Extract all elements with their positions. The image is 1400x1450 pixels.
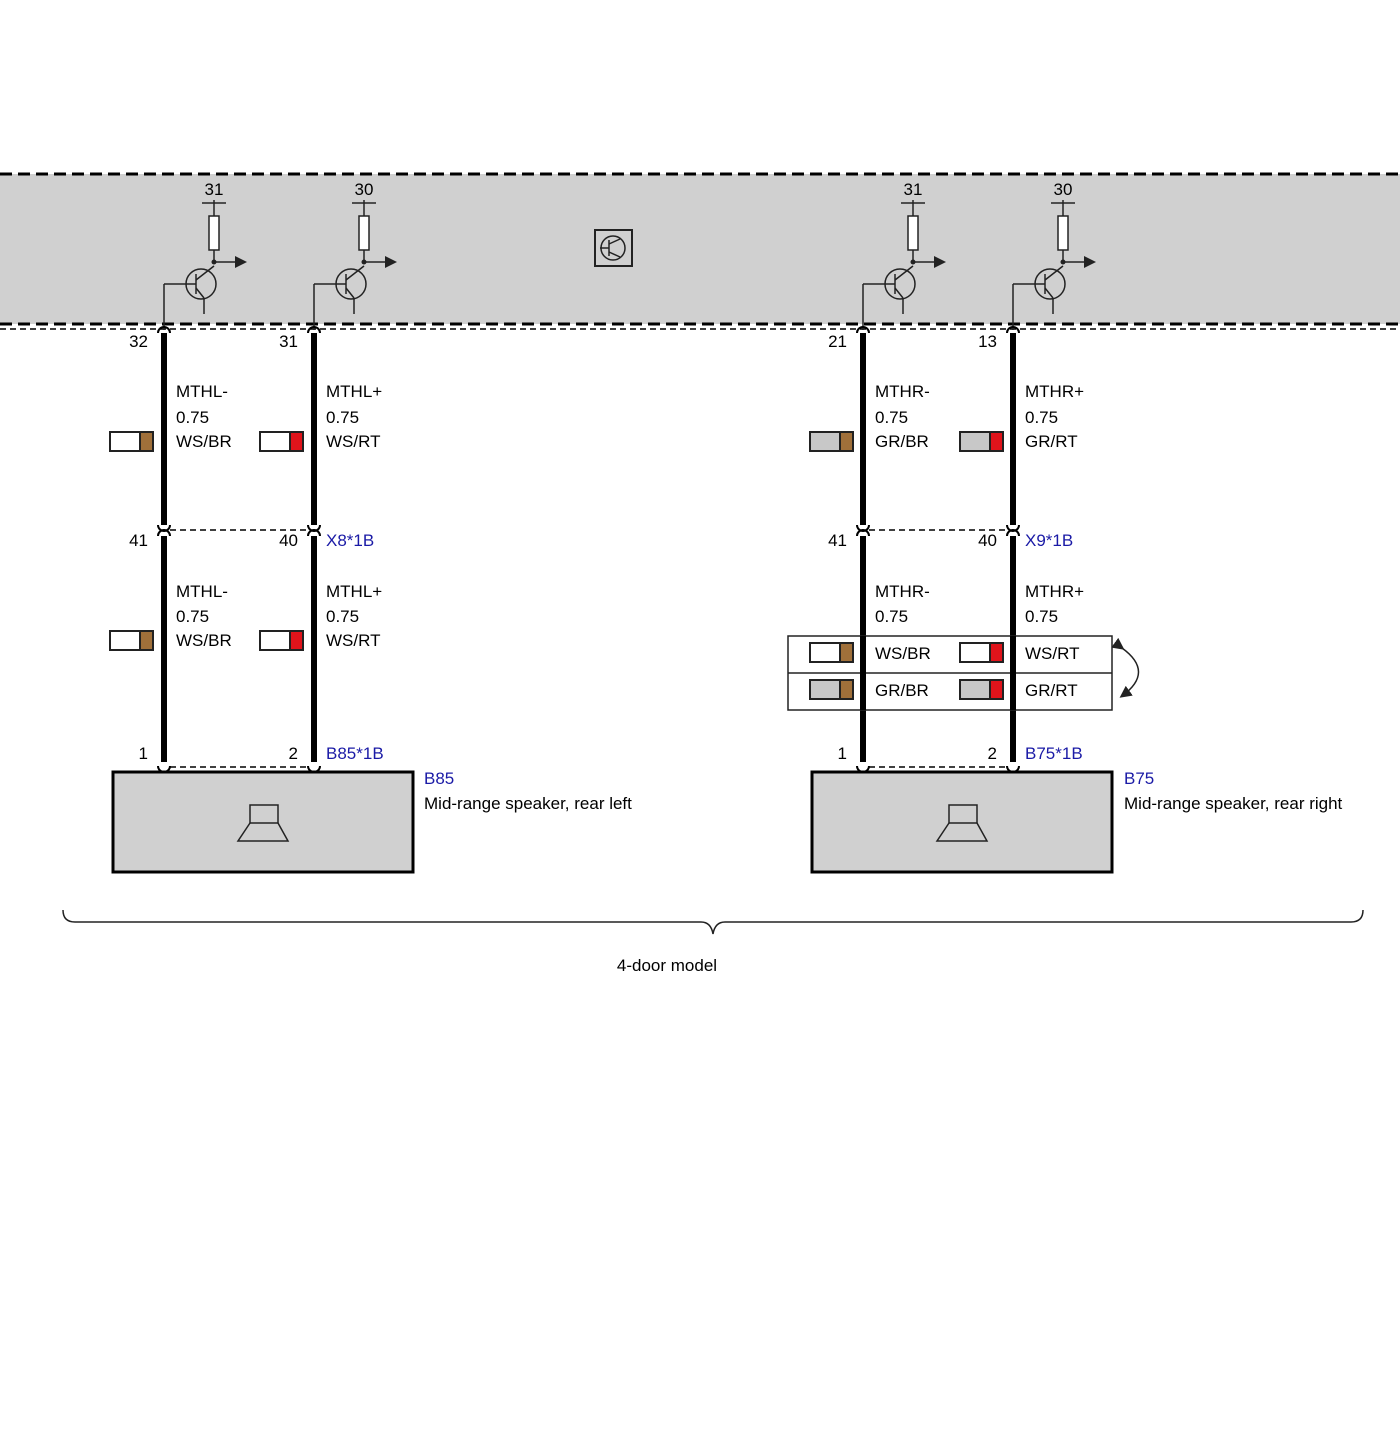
- pin-number: 32: [129, 332, 148, 351]
- signal-name: MTHR-: [875, 382, 930, 401]
- wire-color-swatch-ws-br: [109, 630, 154, 651]
- pin-number: 2: [289, 744, 298, 763]
- connector-label: X9*1B: [1025, 531, 1073, 550]
- connector-label: B75*1B: [1025, 744, 1083, 763]
- device-id: B85: [424, 769, 454, 788]
- wire-color: GR/RT: [1025, 432, 1078, 451]
- signal-name: MTHL-: [176, 382, 228, 401]
- pin-number: 21: [828, 332, 847, 351]
- wire-size: 0.75: [875, 607, 908, 626]
- connector-label: X8*1B: [326, 531, 374, 550]
- pin-number: 41: [828, 531, 847, 550]
- pin-number: 1: [838, 744, 847, 763]
- pin-number: 40: [279, 531, 298, 550]
- device-name: Mid-range speaker, rear left: [424, 794, 632, 813]
- wire-color-swatch-ws-br: [809, 642, 854, 663]
- signal-name: MTHR-: [875, 582, 930, 601]
- wire-color: WS/BR: [875, 644, 931, 663]
- right-upper-labels: MTHR- 0.75 GR/BR MTHR+ 0.75 GR/RT: [809, 382, 1084, 452]
- pin-number: 2: [988, 744, 997, 763]
- model-label: 4-door model: [617, 956, 717, 975]
- connector-dashes: [170, 529, 1007, 768]
- speaker-b75: B75 Mid-range speaker, rear right: [810, 769, 1343, 874]
- wire-color: WS/RT: [326, 432, 380, 451]
- wire-size: 0.75: [1025, 607, 1058, 626]
- pin-number: 41: [129, 531, 148, 550]
- right-lower-labels: MTHR- 0.75 MTHR+ 0.75: [875, 582, 1084, 626]
- amplifier-module: 31 30 31 30: [0, 172, 1400, 330]
- left-upper-labels: MTHL- 0.75 WS/BR MTHL+ 0.75 WS/RT: [109, 382, 382, 452]
- signal-name: MTHL+: [326, 582, 382, 601]
- transistor-stage-right-neg: [862, 200, 946, 330]
- pin-number: 1: [139, 744, 148, 763]
- wire-color: WS/RT: [326, 631, 380, 650]
- signal-name: MTHR+: [1025, 582, 1084, 601]
- wire-color-swatch-gr-br: [809, 431, 854, 452]
- wire-color: WS/RT: [1025, 644, 1079, 663]
- terminal-label: 31: [904, 180, 923, 199]
- wire-size: 0.75: [326, 607, 359, 626]
- transistor-stage-left-neg: [163, 200, 247, 330]
- model-bracket: [62, 909, 1364, 935]
- pin-number: 40: [978, 531, 997, 550]
- transistor-stage-right-pos: [1012, 200, 1096, 330]
- terminal-label: 30: [355, 180, 374, 199]
- transistor-stage-left-pos: [313, 200, 397, 330]
- signal-name: MTHL+: [326, 382, 382, 401]
- wire-size: 0.75: [875, 408, 908, 427]
- wire-color-swatch-gr-br: [809, 679, 854, 700]
- wire-color-alternatives-table: WS/BR WS/RT GR/BR GR/RT: [787, 635, 1140, 711]
- wire-color-swatch-ws-rt: [259, 431, 304, 452]
- wire-color-swatch-ws-rt: [259, 630, 304, 651]
- pin-number: 13: [978, 332, 997, 351]
- wire-size: 0.75: [1025, 408, 1058, 427]
- terminal-label: 31: [205, 180, 224, 199]
- wire-color: GR/BR: [875, 681, 929, 700]
- signal-name: MTHR+: [1025, 382, 1084, 401]
- signal-name: MTHL-: [176, 582, 228, 601]
- wire-color: GR/BR: [875, 432, 929, 451]
- wire-color: WS/BR: [176, 631, 232, 650]
- wire-size: 0.75: [176, 607, 209, 626]
- speaker-b85: B85 Mid-range speaker, rear left: [111, 769, 632, 874]
- speaker-icon: [236, 804, 290, 842]
- wire-color-swatch-gr-rt: [959, 431, 1004, 452]
- pin-number: 31: [279, 332, 298, 351]
- terminal-label: 30: [1054, 180, 1073, 199]
- wire-color-swatch-ws-br: [109, 431, 154, 452]
- speaker-icon: [935, 804, 989, 842]
- device-name: Mid-range speaker, rear right: [1124, 794, 1343, 813]
- swap-arrow-icon: [1111, 637, 1140, 698]
- left-lower-labels: MTHL- 0.75 WS/BR MTHL+ 0.75 WS/RT: [109, 582, 382, 651]
- wire-size: 0.75: [176, 408, 209, 427]
- wire-color-swatch-gr-rt: [959, 679, 1004, 700]
- amplifier-transistor-icon: [594, 229, 633, 267]
- device-id: B75: [1124, 769, 1154, 788]
- wire-color: WS/BR: [176, 432, 232, 451]
- wire-color: GR/RT: [1025, 681, 1078, 700]
- connector-label: B85*1B: [326, 744, 384, 763]
- wire-color-swatch-ws-rt: [959, 642, 1004, 663]
- wire-size: 0.75: [326, 408, 359, 427]
